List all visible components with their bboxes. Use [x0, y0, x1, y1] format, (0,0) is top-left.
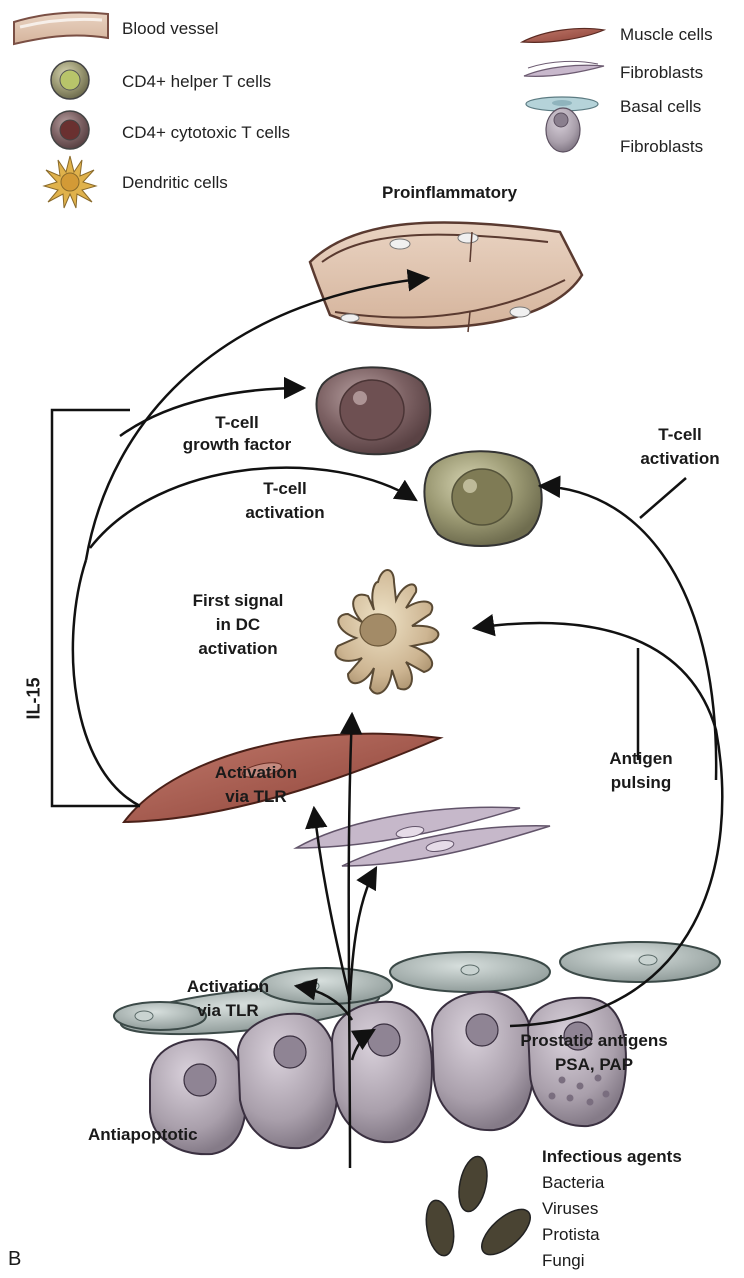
arrow-to-cytotoxic [119, 376, 307, 438]
panel-letter: B [8, 1248, 22, 1270]
label-activation-tlr-muscle-1: Activation [214, 763, 298, 782]
muscle-cell-icon [519, 27, 607, 43]
legend-label-cytotoxic-t-cells: CD4+ cytotoxic T cells [122, 123, 291, 142]
label-antigen-pulsing-2: pulsing [610, 773, 672, 792]
blood-vessel-icon [13, 11, 109, 46]
arrow-to-muscle [305, 805, 352, 1001]
arrow-to-epithelial [350, 1028, 376, 1061]
label-tcell-activation-center-2: activation [245, 503, 325, 522]
label-prostatic-antigens-1: Prostatic antigens [520, 1031, 668, 1050]
legend-label-basal-cells: Basal cells [620, 97, 702, 116]
label-tcell-activation-right-2: activation [640, 449, 720, 468]
dendritic-cell-icon [42, 155, 98, 209]
label-infectious-bacteria: Bacteria [542, 1173, 605, 1192]
epithelial-cell-icon [545, 107, 581, 153]
arrow-tcell-activation-right [537, 475, 718, 781]
label-first-signal-2: in DC [215, 615, 261, 634]
legend-label-fibroblasts: Fibroblasts [620, 63, 704, 82]
il15-bracket [50, 408, 140, 808]
label-first-signal-1: First signal [192, 591, 284, 610]
arrow-il15-loop [71, 559, 141, 808]
muscle-cell [121, 732, 444, 824]
label-prostatic-antigens-2: PSA, PAP [554, 1055, 634, 1074]
label-activation-tlr-muscle-2: via TLR [225, 787, 287, 806]
arrow-to-fibroblast [348, 866, 378, 1001]
tick-tcell-activation [639, 477, 687, 519]
label-infectious-fungi: Fungi [542, 1251, 585, 1270]
legend-label-dendritic-cells: Dendritic cells [122, 173, 228, 192]
signal-arrows [71, 268, 724, 1169]
arrow-antigen-pulsing [471, 614, 724, 1028]
helper-t-cell [423, 450, 543, 547]
legend-label-fibroblasts-2: Fibroblasts [620, 137, 704, 156]
label-tcell-activation-center-1: T-cell [263, 479, 307, 498]
blood-vessel [308, 221, 584, 333]
label-activation-tlr-basal-1: Activation [186, 977, 270, 996]
label-activation-tlr-basal-2: via TLR [197, 1001, 259, 1020]
legend-label-muscle-cells: Muscle cells [620, 25, 713, 44]
cytotoxic-t-cell [315, 366, 432, 456]
label-infectious-agents: Infectious agents [542, 1147, 682, 1166]
fibroblasts [293, 806, 551, 867]
label-tcell-growth-1: T-cell [215, 413, 259, 432]
label-antigen-pulsing-1: Antigen [609, 749, 673, 768]
cytotoxic-t-cell-icon [50, 110, 90, 150]
legend-label-helper-t-cells: CD4+ helper T cells [122, 72, 272, 91]
fibroblast-icon [523, 60, 605, 77]
label-antiapoptotic: Antiapoptotic [88, 1125, 198, 1144]
label-tcell-activation-right-1: T-cell [658, 425, 702, 444]
legend-label-blood-vessel: Blood vessel [122, 19, 219, 38]
helper-t-cell-icon [50, 60, 90, 100]
dendritic-cell [334, 569, 440, 695]
label-tcell-growth-2: growth factor [182, 435, 292, 454]
arrow-to-vessel [84, 268, 431, 561]
arrow-to-helper [89, 466, 418, 549]
label-infectious-viruses: Viruses [542, 1199, 599, 1218]
label-infectious-protista: Protista [542, 1225, 600, 1244]
label-proinflammatory: Proinflammatory [382, 183, 518, 202]
label-first-signal-3: activation [198, 639, 278, 658]
infectious-agents [425, 1155, 531, 1257]
label-il15: IL-15 [23, 677, 44, 720]
arrow-to-basal [293, 978, 354, 1021]
arrow-to-dendritic-left [339, 711, 363, 1169]
prostatic-antigen-granules [548, 1074, 610, 1106]
